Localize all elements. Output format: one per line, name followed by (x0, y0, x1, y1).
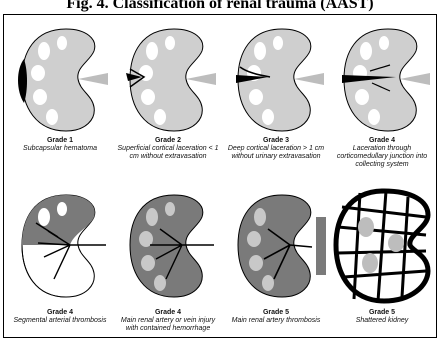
thrombus-bar (316, 217, 326, 275)
kidney-grade-2-illustration (116, 21, 220, 141)
diagram-panel: Grade 1Subcapsular hematoma Grade 2Super… (3, 14, 437, 338)
kidney-grade-5-shattered-illustration (330, 187, 434, 307)
kidney-grade-5-thrombosis-illustration (224, 187, 328, 307)
kidney-grade-3-illustration (224, 21, 328, 141)
grade-5-shattered-caption: Grade 5Shattered kidney (330, 309, 434, 325)
grade-1-caption: Grade 1Subcapsular hematoma (8, 137, 112, 153)
grade-5-thrombosis-caption: Grade 5Main renal artery thrombosis (224, 309, 328, 325)
grade-2-caption: Grade 2Superficial cortical laceration <… (116, 137, 220, 161)
grade-4-laceration-caption: Grade 4Laceration through corticomedulla… (330, 137, 434, 169)
grade-4-segmental-caption: Grade 4Segmental arterial thrombosis (8, 309, 112, 325)
kidney-grade-4-vascular-illustration (116, 187, 220, 307)
kidney-grade-1-illustration (8, 21, 112, 141)
figure-title: Fig. 4. Classification of renal trauma (… (0, 0, 440, 14)
grade-3-caption: Grade 3Deep cortical laceration > 1 cm w… (224, 137, 328, 161)
kidney-grade-4-segmental-illustration (8, 187, 112, 307)
grade-4-vascular-caption: Grade 4Main renal artery or vein injury … (116, 309, 220, 333)
kidney-grade-4-laceration-illustration (330, 21, 434, 141)
